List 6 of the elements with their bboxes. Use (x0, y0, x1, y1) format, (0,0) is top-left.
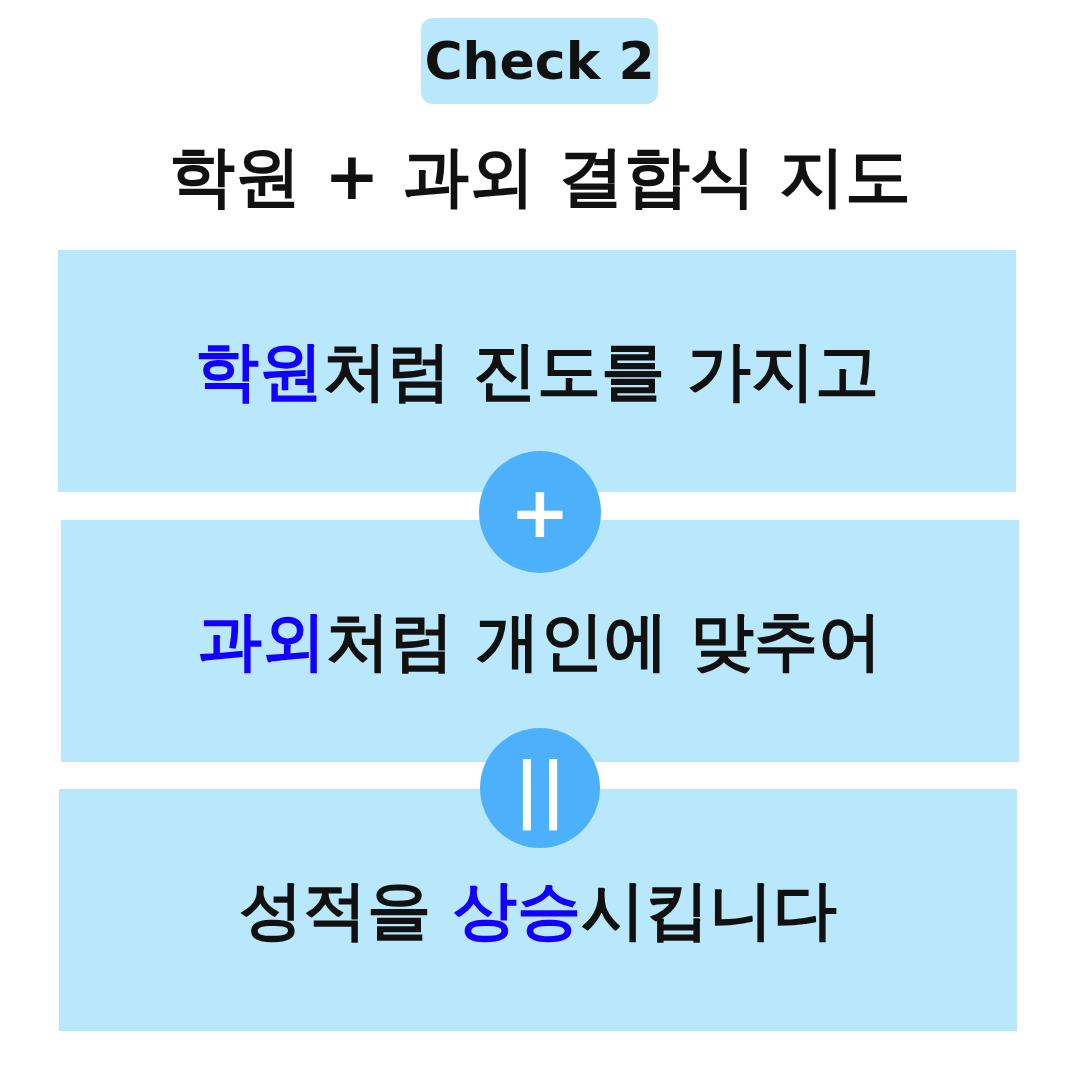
title-text: 학원 + 과외 결합식 지도 (168, 137, 912, 217)
panel-background (58, 250, 1016, 492)
check-badge: Check 2 (421, 18, 658, 104)
panel-text: 과외처럼 개인에 맞추어 (197, 602, 883, 680)
panel-text: 학원처럼 진도를 가지고 (194, 332, 880, 410)
panel-text: 성적을 상승시킵니다 (238, 871, 838, 949)
